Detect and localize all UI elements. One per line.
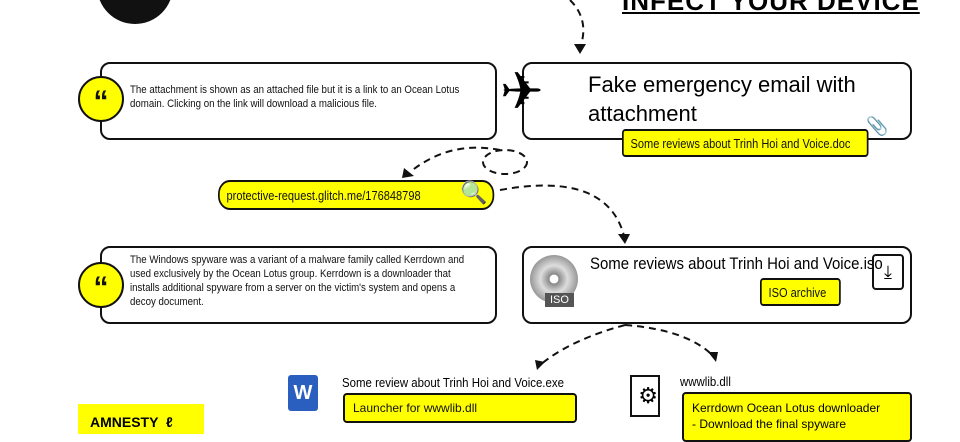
dll-title: wwwlib.dll [680, 374, 731, 389]
amnesty-logo: AMNESTY ℓ [78, 404, 204, 434]
amnesty-logo-text: AMNESTY [90, 414, 159, 430]
page-title: INFECT YOUR DEVICE [622, 0, 920, 16]
paperclip-icon: 📎 [866, 116, 889, 136]
iso-box [522, 246, 912, 324]
email-title: Fake emergency email with attachment [588, 72, 856, 126]
iso-title: Some reviews about Trinh Hoi and Voice.i… [590, 254, 883, 273]
dll-description: Kerrdown Ocean Lotus downloader - Downlo… [682, 392, 912, 442]
download-icon[interactable]: ⤓ [872, 254, 904, 290]
dll-line-2: - Download the final spyware [692, 417, 847, 431]
iso-archive-label: ISO archive [760, 278, 841, 306]
attachment-file-label[interactable]: Some reviews about Trinh Hoi and Voice.d… [622, 129, 869, 157]
quote-icon: “ [78, 262, 124, 308]
search-icon: 🔍 [460, 180, 488, 205]
exe-launcher-label: Launcher for wwwlib.dll [343, 393, 577, 423]
quote-kerrdown-text: The Windows spyware was a variant of a m… [130, 254, 465, 308]
quote-icon: “ [78, 76, 124, 122]
dll-line-1: Kerrdown Ocean Lotus downloader [692, 401, 881, 415]
exe-title: Some review about Trinh Hoi and Voice.ex… [342, 375, 564, 390]
dll-gear-document-icon: ⚙ [630, 375, 660, 417]
word-icon: W [288, 375, 318, 411]
connector-arrows [402, 0, 718, 370]
malicious-url[interactable]: protective-request.glitch.me/176848798 [218, 180, 495, 210]
quote-attachment-text: The attachment is shown as an attached f… [130, 84, 460, 110]
iso-disc-label: ISO [545, 293, 574, 307]
paper-plane-alert-icon: ✈ [500, 63, 544, 121]
